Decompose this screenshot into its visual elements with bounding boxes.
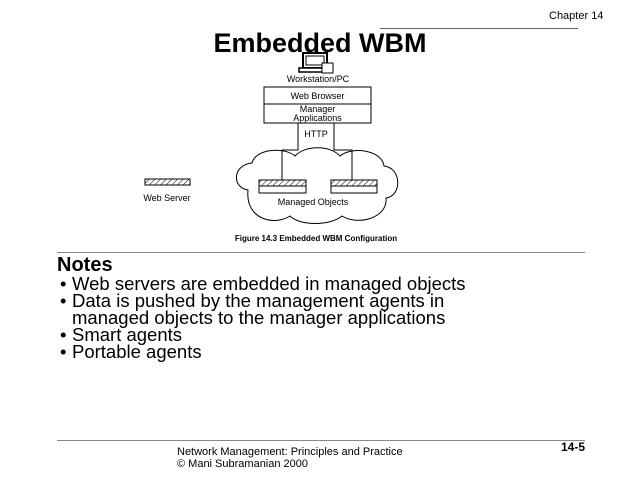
chapter-label: Chapter 14 (549, 10, 604, 22)
notes-heading: Notes (57, 254, 113, 276)
web-browser-label: Web Browser (291, 91, 345, 101)
footer-copyright: © Mani Subramanian 2000 (177, 458, 309, 470)
list-item: •Data is pushed by the management agents… (60, 290, 445, 311)
list-item: •Portable agents (60, 341, 202, 362)
figure-caption: Figure 14.3 Embedded WBM Configuration (235, 234, 397, 243)
header-divider (380, 28, 578, 29)
list-item: •Smart agents (60, 324, 183, 345)
footer-book-title: Network Management: Principles and Pract… (177, 446, 403, 458)
embedded-wbm-diagram: Workstation/PC Web Browser Manager Appli… (143, 52, 399, 243)
web-server-legend-label: Web Server (143, 193, 190, 203)
network-cloud (236, 147, 399, 224)
page-number: 14-5 (561, 440, 586, 454)
list-item-continuation: managed objects to the manager applicati… (72, 307, 446, 328)
workstation-box (263, 86, 372, 124)
workstation-label: Workstation/PC (287, 74, 350, 84)
web-server-legend-icon (144, 178, 191, 186)
footer-divider (57, 440, 585, 441)
list-item: •Web servers are embedded in managed obj… (60, 273, 466, 294)
managed-object-2 (330, 179, 378, 194)
computer-icon (298, 52, 334, 74)
applications-label: Applications (293, 113, 342, 123)
managed-object-1 (258, 179, 307, 194)
notes-list: •Web servers are embedded in managed obj… (60, 273, 466, 362)
http-link-right (333, 123, 353, 180)
http-label: HTTP (304, 129, 328, 139)
managed-objects-label: Managed Objects (278, 197, 349, 207)
http-link-left (281, 123, 299, 180)
manager-label: Manager (300, 104, 336, 114)
notes-divider (57, 252, 585, 253)
